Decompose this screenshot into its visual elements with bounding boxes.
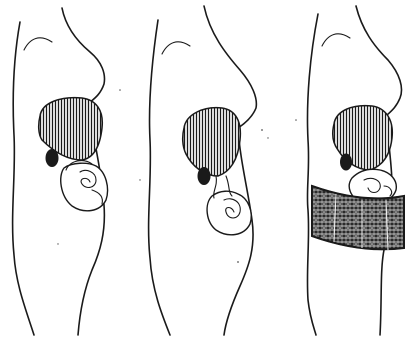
small-dark-organ xyxy=(198,167,211,185)
torso-panel-left xyxy=(13,8,108,335)
collarbone xyxy=(24,38,52,50)
speck xyxy=(119,89,121,91)
speck xyxy=(267,137,268,138)
speck xyxy=(261,129,263,131)
speck xyxy=(237,261,239,263)
speck xyxy=(139,179,140,180)
torso-panel-right xyxy=(307,6,404,335)
small-dark-organ xyxy=(46,149,59,167)
collarbone xyxy=(322,34,350,46)
speck xyxy=(57,243,58,244)
liver-drawing xyxy=(39,98,103,160)
back-contour xyxy=(13,22,34,335)
small-dark-organ xyxy=(340,154,352,171)
front-contour-lower xyxy=(380,250,384,335)
torso-panel-middle xyxy=(149,6,269,335)
liver-drawing xyxy=(183,108,241,176)
speck xyxy=(295,119,297,121)
back-contour xyxy=(149,20,170,335)
collarbone xyxy=(162,42,190,54)
back-contour xyxy=(307,14,318,335)
